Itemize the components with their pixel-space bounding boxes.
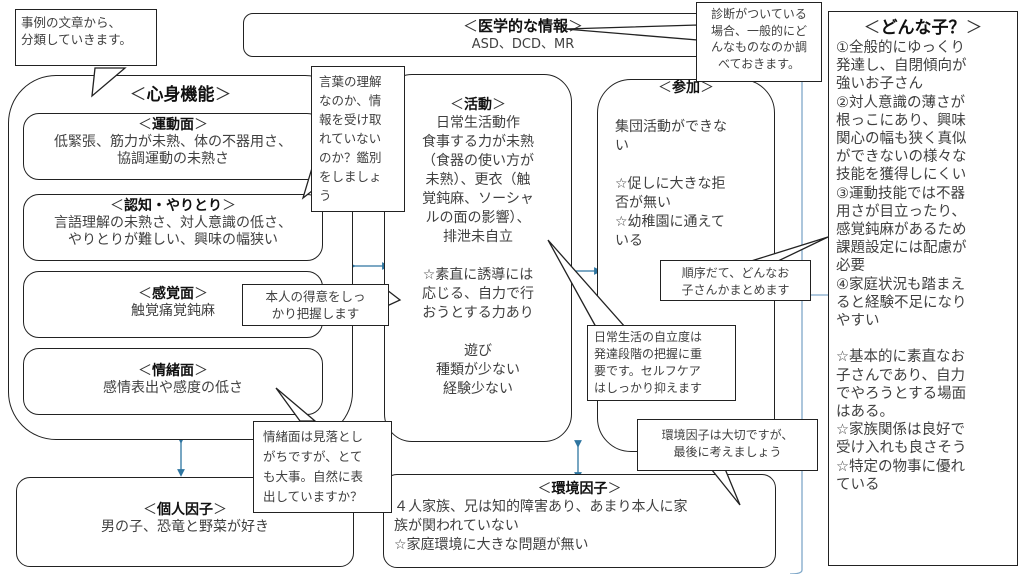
section-cognition-title: ＜認知・やりとり＞ xyxy=(110,198,236,214)
personal-factors-title: ＜個人因子＞ xyxy=(143,502,227,518)
note-daily-life: 日常生活の自立度は 発達段階の把握に重 要です。セルフケア はしっかり抑えます xyxy=(587,325,736,401)
summary-text: ①全般的にゆっくり 発達し、自閉傾向が 強いお子さん ②対人意識の薄さが 根っこ… xyxy=(836,40,967,493)
participation-text: 集団活動ができな い ☆促しに大きな拒 否が無い ☆幼稚園に通えて いる xyxy=(615,119,727,249)
participation-title: ＜参加＞ xyxy=(658,80,714,96)
section-motor-text: 低緊張、筋力が未熟、体の不器用さ、 協調運動の未熟さ xyxy=(54,134,292,167)
summary-box: ＜どんな子？＞ ①全般的にゆっくり 発達し、自閉傾向が 強いお子さん ②対人意識… xyxy=(828,11,1018,566)
section-cognition: ＜認知・やりとり＞ 言語理解の未熟さ、対人意識の低さ、 やりとりが難しい、興味の… xyxy=(23,194,323,261)
activity-title: ＜活動＞ xyxy=(450,97,506,113)
environment-factors-text: ４人家族、兄は知的障害あり、あまり本人に家 族が関われていない ☆家庭環境に大き… xyxy=(394,499,688,553)
activity-text-adl: 日常生活動作 食事する力が未熟 （食器の使い方が 未熟）、更衣（触 覚鈍麻、ソー… xyxy=(422,115,534,245)
summary-bracket-line xyxy=(789,68,803,574)
section-emotion-text: 感情表出や感度の低さ xyxy=(103,380,243,396)
section-motor-title: ＜運動面＞ xyxy=(138,117,208,133)
note-order: 順序だて、どんなお 子さんかまとめます xyxy=(660,260,811,301)
environment-factors-title: ＜環境因子＞ xyxy=(537,481,622,497)
note-strength: 本人の得意をしっ かり把握します xyxy=(242,284,389,326)
note-language: 言葉の理解 なのか、情 報を受け取 れていない のか？鑑別 をしましょ う xyxy=(311,66,405,212)
note-environment: 環境因子は大切ですが、 最後に考えましょう xyxy=(637,419,818,471)
section-cognition-text: 言語理解の未熟さ、対人意識の低さ、 やりとりが難しい、興味の幅狭い xyxy=(54,215,292,248)
body-function-title: ＜心身機能＞ xyxy=(129,85,232,105)
note-intro: 事例の文章から、 分類していきます。 xyxy=(15,9,157,66)
section-sensory-text: 触覚痛覚鈍麻 xyxy=(131,303,215,319)
section-emotion-title: ＜情緒面＞ xyxy=(138,363,208,379)
note-emotion: 情緒面は見落とし がちですが、とて も大事。自然に表 出していますか？ xyxy=(253,421,392,513)
section-motor: ＜運動面＞ 低緊張、筋力が未熟、体の不器用さ、 協調運動の未熟さ xyxy=(23,113,323,180)
environment-factors-box: ＜環境因子＞ ４人家族、兄は知的障害あり、あまり本人に家 族が関われていない ☆… xyxy=(383,474,776,568)
personal-factors-text: 男の子、恐竜と野菜が好き xyxy=(101,519,269,535)
section-sensory-title: ＜感覚面＞ xyxy=(138,286,208,302)
summary-title: ＜どんな子？＞ xyxy=(863,18,983,38)
activity-text-play: 遊び 種類が少ない 経験少ない xyxy=(436,343,520,397)
activity-text-strength: ☆素直に誘導には 応じる、自力で行 おうとする力あり xyxy=(422,267,534,321)
note-diagnosis: 診断がついている 場合、一般的にど んなものなのか調 べておきます。 xyxy=(696,2,822,82)
activity-box: ＜活動＞ 日常生活動作 食事する力が未熟 （食器の使い方が 未熟）、更衣（触 覚… xyxy=(384,74,572,442)
section-emotion: ＜情緒面＞ 感情表出や感度の低さ xyxy=(23,348,323,415)
medical-info-text: ASD、DCD、MR xyxy=(471,37,575,52)
